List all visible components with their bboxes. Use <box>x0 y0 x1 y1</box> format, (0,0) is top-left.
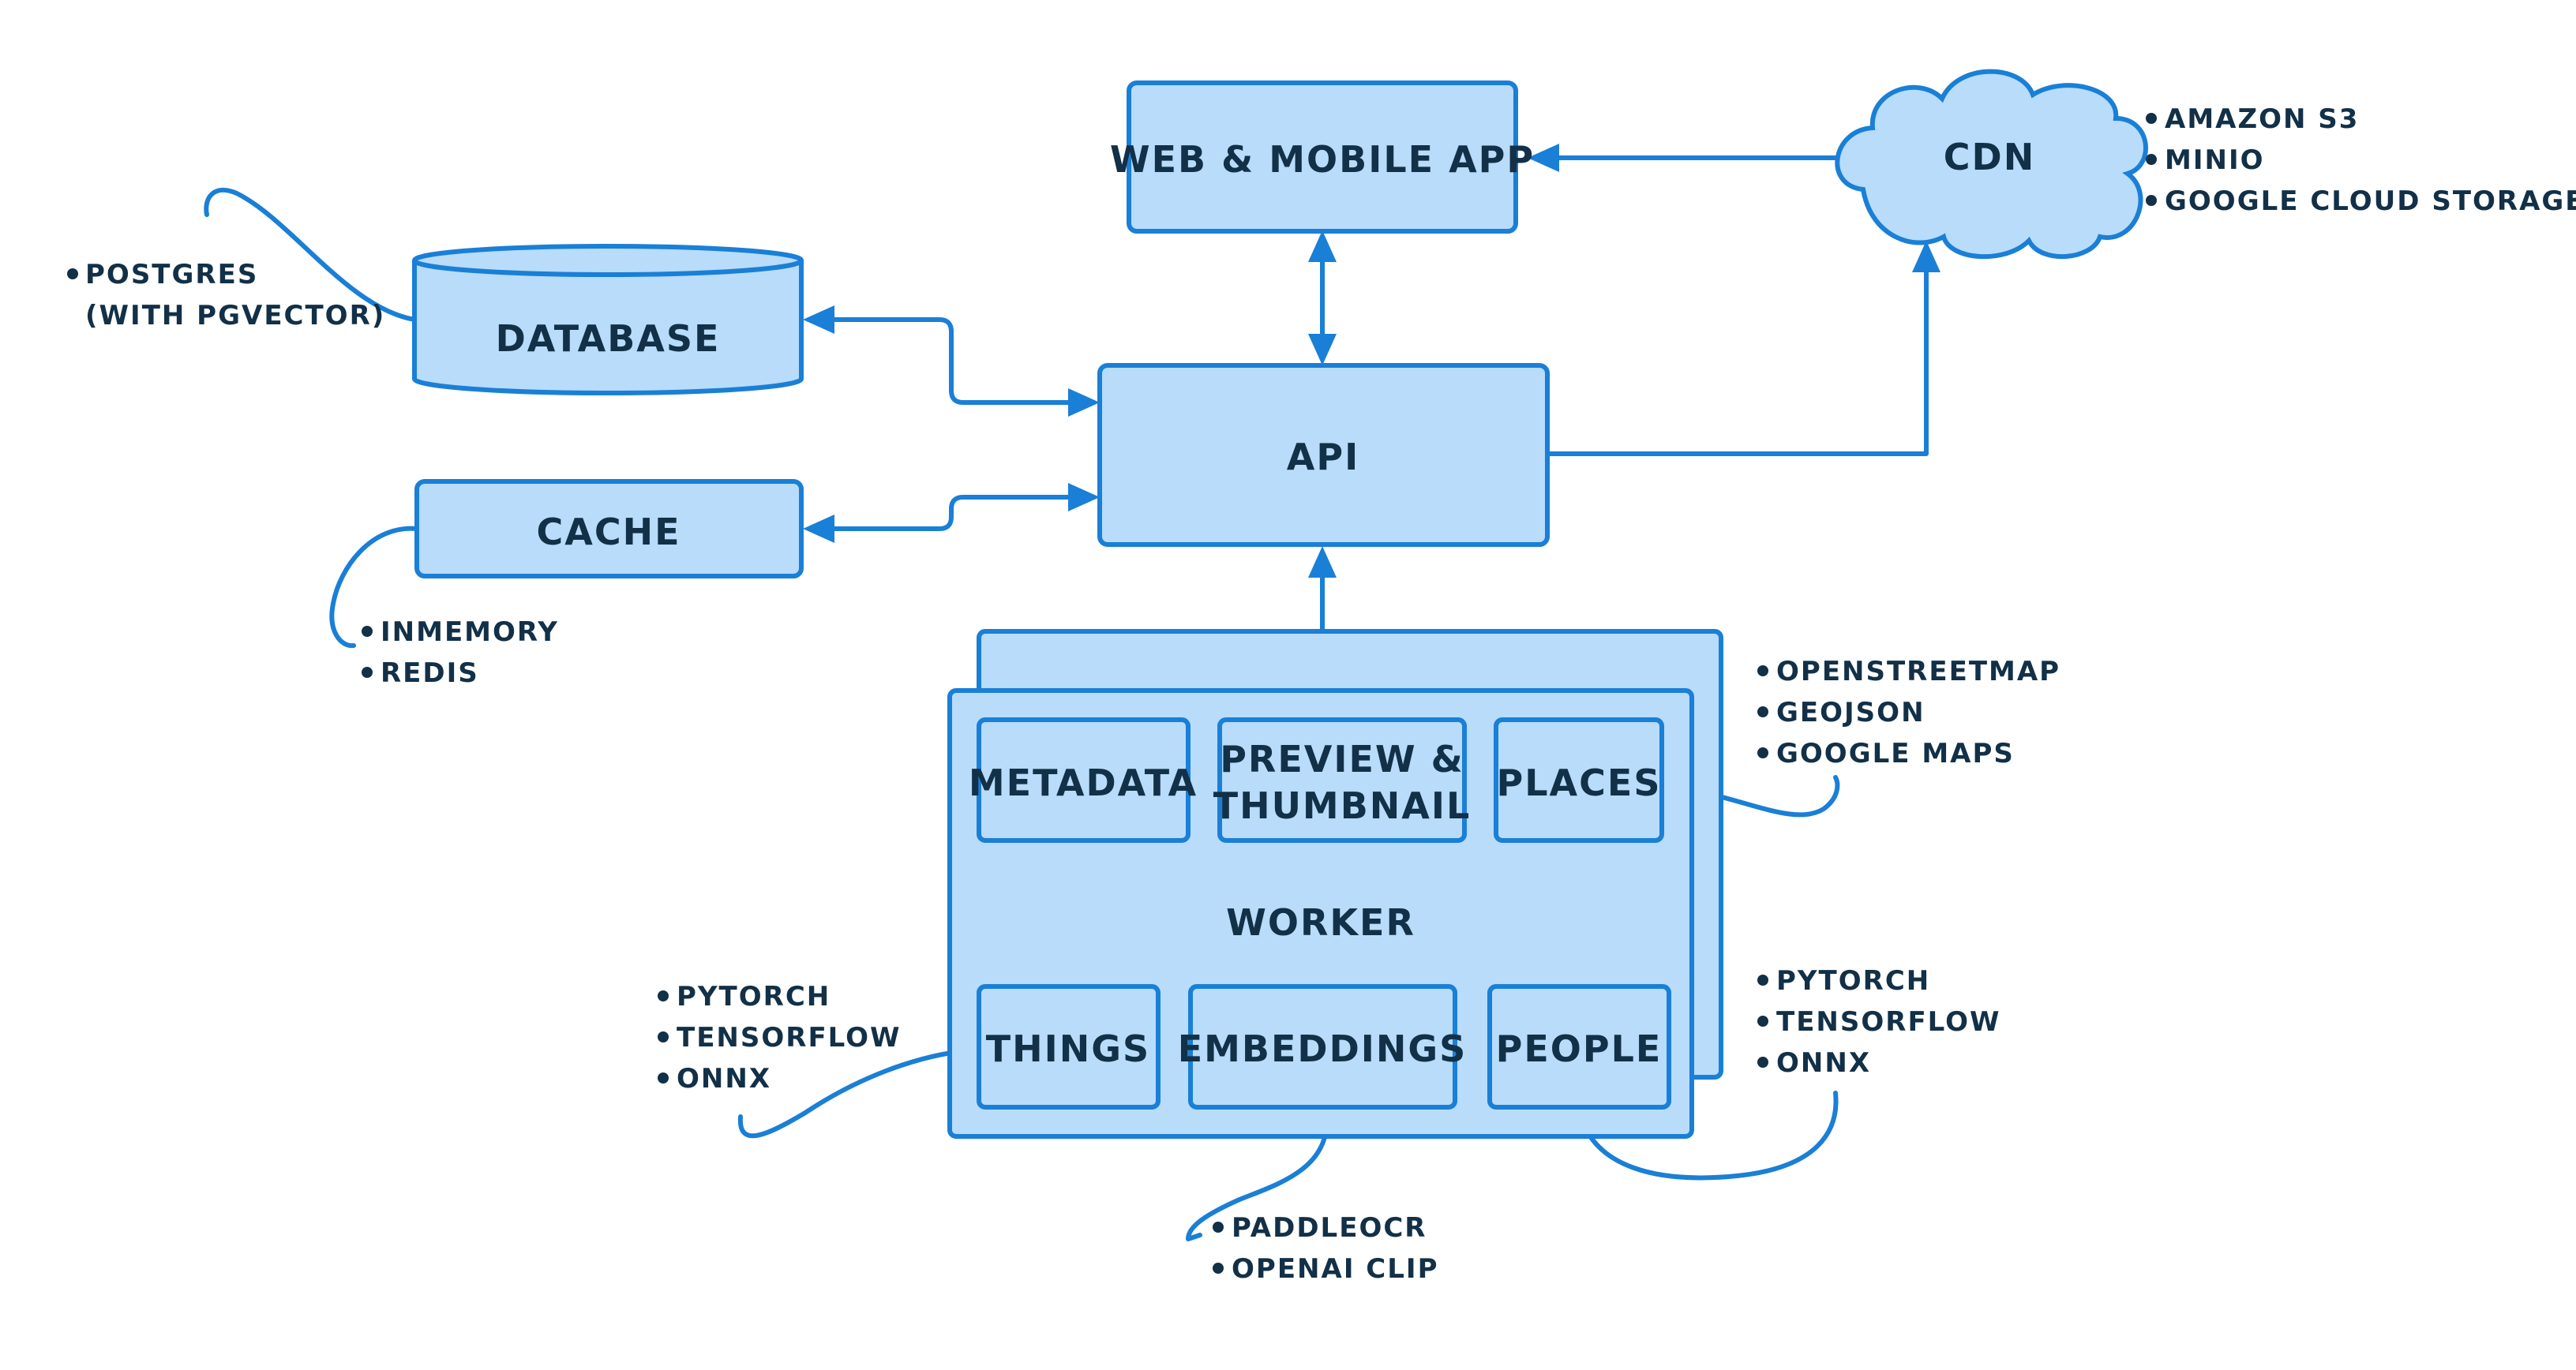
api-arrowhead-from-database <box>1068 388 1100 417</box>
people-note-bullet <box>1757 975 1768 986</box>
things-note-bullet <box>658 1072 669 1084</box>
database-cylinder-body <box>412 260 804 395</box>
preview-label-line1: PREVIEW & <box>1220 738 1464 780</box>
database-api-connector <box>831 317 1072 405</box>
database-label: DATABASE <box>496 317 721 360</box>
cdn-note-bullet <box>2146 195 2157 206</box>
database-note-bullet <box>67 268 78 279</box>
things-box <box>977 984 1161 1110</box>
api-arrowhead-from-cache <box>1068 483 1100 511</box>
people-label: PEOPLE <box>1496 1028 1663 1070</box>
cdn-note-bullet <box>2146 113 2157 124</box>
cdn-cloud-shape <box>1835 69 2148 259</box>
cache-note-bullet <box>362 626 373 637</box>
people-note-item: ONNX <box>1776 1047 1871 1079</box>
api-to-cdn-connector <box>1545 270 1929 456</box>
things-label: THINGS <box>986 1028 1150 1070</box>
cache-note-bullet <box>362 667 373 678</box>
metadata-box <box>977 717 1191 843</box>
cache-box <box>414 479 804 578</box>
people-note-item: PYTORCH <box>1776 965 1930 997</box>
embeddings-note-bullet <box>1213 1222 1224 1233</box>
api-worker-arrowhead-up <box>1308 546 1337 578</box>
web-mobile-app-label: WEB & MOBILE APP <box>1110 138 1535 181</box>
webapp-arrowhead <box>1528 144 1559 172</box>
people-box <box>1487 984 1671 1110</box>
embeddings-note-item: PADDLEOCR <box>1232 1212 1427 1244</box>
cache-note-leader <box>329 526 419 649</box>
things-note-leader <box>737 1047 981 1139</box>
people-note-bullet <box>1757 1016 1768 1027</box>
embeddings-box <box>1188 984 1457 1110</box>
things-note-item: ONNX <box>677 1063 771 1095</box>
things-note-item: PYTORCH <box>677 981 831 1013</box>
cache-note-item: INMEMORY <box>381 616 559 648</box>
places-label: PLACES <box>1497 762 1662 804</box>
people-note-item: TENSORFLOW <box>1776 1006 2001 1038</box>
places-note-item: GEOJSON <box>1776 697 1925 728</box>
webapp-api-arrowhead-up <box>1308 230 1337 262</box>
cdn-label: CDN <box>1944 136 2035 178</box>
cache-api-connector <box>831 495 1072 531</box>
database-cylinder-top <box>412 244 804 277</box>
embeddings-note-bullet <box>1213 1263 1224 1274</box>
database-note-leader <box>204 187 417 322</box>
embeddings-label: EMBEDDINGS <box>1178 1028 1468 1070</box>
people-note-bullet <box>1757 1057 1768 1068</box>
places-note-bullet <box>1757 706 1768 717</box>
embeddings-note-leader <box>1186 1106 1329 1241</box>
people-note-leader <box>1577 1091 1839 1181</box>
api-box <box>1097 363 1550 547</box>
database-note-item: (WITH PGVECTOR) <box>85 300 385 331</box>
metadata-label: METADATA <box>969 762 1198 804</box>
embeddings-note-item: OPENAI CLIP <box>1232 1253 1439 1285</box>
places-note-item: OPENSTREETMAP <box>1776 656 2060 687</box>
things-note-bullet <box>658 1031 669 1042</box>
cdn-note-item: MINIO <box>2165 144 2265 176</box>
preview-thumbnail-box <box>1217 717 1467 843</box>
cdn-arrowhead <box>1912 241 1940 272</box>
places-note-bullet <box>1757 747 1768 758</box>
things-note-item: TENSORFLOW <box>677 1022 902 1054</box>
web-mobile-app-box <box>1127 80 1518 234</box>
worker-label: WORKER <box>1226 901 1415 944</box>
cache-label: CACHE <box>536 511 681 553</box>
cache-arrowhead <box>803 515 834 543</box>
database-note-item: POSTGRES <box>85 259 258 290</box>
cdn-note-item: AMAZON S3 <box>2165 103 2359 135</box>
cdn-note-item: GOOGLE CLOUD STORAGE <box>2165 185 2576 217</box>
places-note-item: GOOGLE MAPS <box>1776 738 2015 769</box>
cdn-note-bullet <box>2146 154 2157 165</box>
places-box <box>1494 717 1664 843</box>
database-arrowhead <box>803 305 834 334</box>
cache-note-item: REDIS <box>381 657 479 689</box>
places-note-bullet <box>1757 665 1768 676</box>
things-note-bullet <box>658 990 669 1001</box>
webapp-api-arrowhead-down <box>1308 334 1337 365</box>
api-label: API <box>1287 436 1359 478</box>
preview-label-line2: THUMBNAIL <box>1213 784 1472 827</box>
